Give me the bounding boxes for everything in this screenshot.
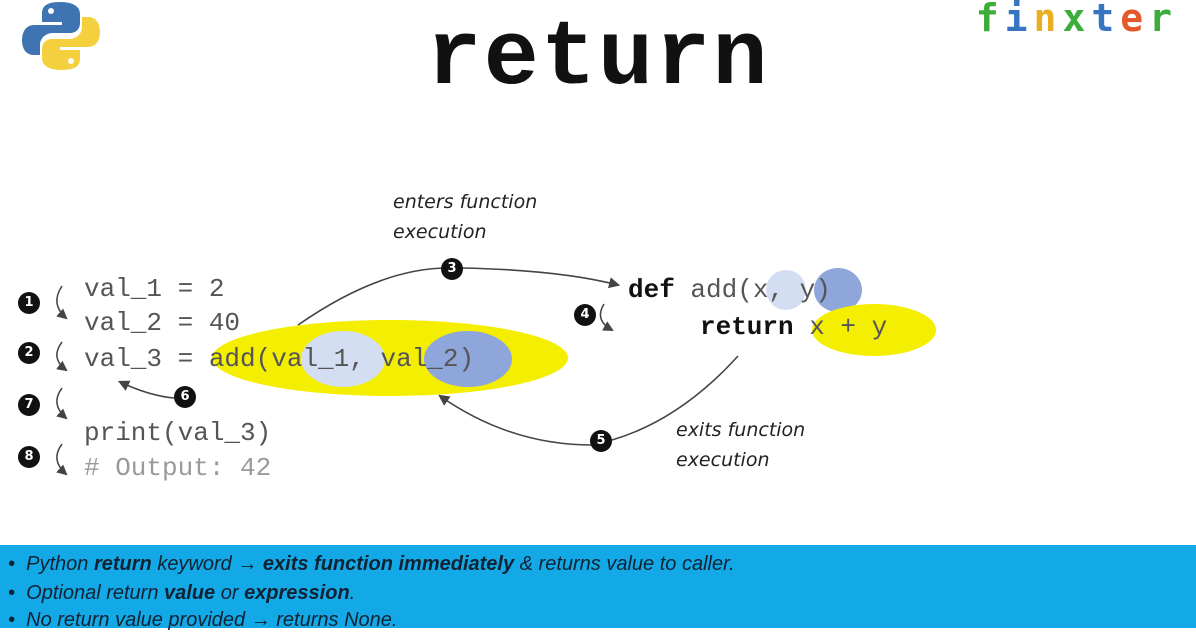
def-param-x: x <box>752 275 769 305</box>
brand-letter: f <box>975 0 1005 40</box>
summary-bullet-2: • Optional return value or expression. <box>8 582 355 605</box>
def-sig-b: , <box>768 275 800 305</box>
step-badge-4: 4 <box>574 304 596 326</box>
step-arrow-8 <box>56 443 68 476</box>
step-badge-3: 3 <box>441 258 463 280</box>
arrow-exit <box>611 355 739 441</box>
step-badge-2: 2 <box>18 342 40 364</box>
arrow-enter-2 <box>461 267 621 289</box>
return-highlight <box>812 304 936 356</box>
def-keyword: def <box>628 275 675 305</box>
bullet-text: & returns value to caller. <box>514 553 735 575</box>
step-arrow-2 <box>56 341 68 372</box>
code-sep: , <box>349 344 381 374</box>
return-keyword: return <box>700 312 794 342</box>
def-param-y: y <box>799 275 816 305</box>
step-badge-7: 7 <box>18 394 40 416</box>
page-title: return <box>426 6 770 111</box>
bullet-text: returns None. <box>270 609 398 631</box>
finxter-logo: finxter <box>976 0 1178 40</box>
bullet-marker: • <box>8 609 16 631</box>
def-line: def add(x, y) <box>628 275 831 305</box>
brand-letter: r <box>1149 0 1178 40</box>
diagram-graphics <box>56 267 936 476</box>
step-badge-8: 8 <box>18 446 40 468</box>
step-badge-1: 1 <box>18 292 40 314</box>
summary-bullet-1: • Python return keyword → exits function… <box>8 553 735 576</box>
bullet-bold: → exits function immediately <box>237 553 515 575</box>
brand-letter: x <box>1062 0 1092 40</box>
bullet-text: No return value provided <box>26 609 251 631</box>
code-call: add( <box>208 344 272 374</box>
brand-letter: n <box>1033 0 1063 40</box>
code-line-1: val_1 = 2 <box>84 274 225 304</box>
arrow-enter <box>297 267 449 326</box>
bullet-text: Python <box>26 553 94 575</box>
code-line-3: val_3 = add(val_1, val_2) <box>84 344 474 374</box>
step-arrow-4 <box>599 303 614 332</box>
return-line: return x + y <box>700 312 887 342</box>
python-logo-icon <box>22 2 100 70</box>
caption-exits-line1: exits function <box>676 419 806 441</box>
bullet-bold: return <box>93 553 152 575</box>
def-sig-c: ) <box>815 275 831 305</box>
code-line-3-prefix: val_3 = <box>84 344 209 374</box>
caption-enters-line2: execution <box>393 221 487 243</box>
code-line-2: val_2 = 40 <box>84 308 241 338</box>
brand-letter: t <box>1091 0 1121 40</box>
arrow-exit-2 <box>438 394 593 446</box>
arg1-highlight <box>301 331 385 387</box>
summary-bullet-3: • No return value provided → returns Non… <box>8 609 397 632</box>
caption-enters-line1: enters function <box>393 191 538 213</box>
arg2-highlight <box>424 331 512 387</box>
bullet-text: or <box>215 582 245 604</box>
step-badge-6: 6 <box>174 386 196 408</box>
param-x-highlight <box>766 270 806 310</box>
code-line-4: print(val_3) <box>84 418 272 448</box>
bullet-text: . <box>349 582 356 604</box>
code-line-5: # Output: 42 <box>84 453 272 483</box>
brand-letter: i <box>1004 0 1034 40</box>
code-arg2: val_2 <box>380 344 459 374</box>
step-arrow-7 <box>56 387 68 420</box>
caption-exits-line2: execution <box>676 449 770 471</box>
def-sig-a: add( <box>674 275 753 305</box>
code-close: ) <box>458 344 475 374</box>
bullet-bold: expression <box>244 582 350 604</box>
brand-letter: e <box>1120 0 1150 40</box>
bullet-text: keyword <box>151 553 238 575</box>
bullet-bold: value <box>164 582 216 604</box>
param-y-highlight <box>814 268 862 312</box>
bullet-marker: • <box>8 582 16 604</box>
step-badge-5: 5 <box>590 430 612 452</box>
step-arrow-1 <box>56 285 68 320</box>
bullet-bold: → <box>250 609 271 631</box>
caption-exits: exits function execution <box>676 415 805 475</box>
code-arg1: val_1 <box>271 344 350 374</box>
return-expression: x + y <box>793 312 888 342</box>
arrow-assign <box>117 380 175 399</box>
summary-bar: • Python return keyword → exits function… <box>0 545 1196 631</box>
bullet-text: Optional return <box>26 582 164 604</box>
bullet-marker: • <box>8 553 16 575</box>
caption-enters: enters function execution <box>393 187 537 247</box>
